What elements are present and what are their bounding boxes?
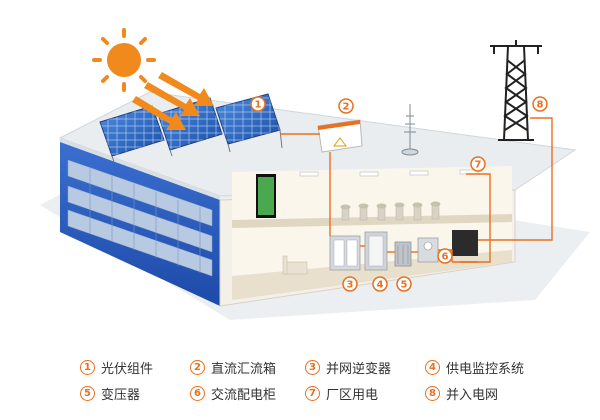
marker-5: 5: [396, 276, 412, 292]
marker-2: 2: [338, 98, 354, 114]
combiner-box-icon: [317, 119, 363, 153]
marker-number: 2: [343, 102, 350, 113]
sun-icon: [92, 28, 156, 92]
inverter-icon: [329, 235, 361, 271]
transmission-tower-icon: [490, 40, 542, 141]
marker-number: 7: [475, 160, 482, 171]
marker-7: 7: [470, 156, 486, 172]
legend-label: 供电监控系统: [446, 362, 525, 377]
legend-number: 3: [305, 360, 320, 375]
legend-label: 变压器: [101, 388, 141, 403]
marker-number: 4: [377, 280, 384, 291]
marker-number: 6: [442, 252, 449, 263]
marker-number: 3: [347, 280, 354, 291]
wall-tv-icon: [256, 174, 276, 218]
marker-6: 6: [437, 248, 453, 264]
legend-item-6: 6 交流配电柜: [190, 384, 276, 403]
transformer-icon: [394, 241, 412, 267]
legend: 1 光伏组件 2 直流汇流箱 3 并网逆变器 4 供电监控系统 5 变压器 6 交流配电柜 7 厂区用电 8…: [0, 352, 600, 412]
legend-item-7: 7 厂区用电: [305, 384, 378, 403]
legend-label: 直流汇流箱: [211, 362, 277, 377]
marker-layer: 1 2 3 4 5 6 7 8: [250, 96, 548, 292]
legend-label: 光伏组件: [101, 362, 154, 377]
marker-number: 5: [401, 280, 408, 291]
legend-number: 1: [80, 360, 95, 375]
legend-item-5: 5 变压器: [80, 384, 140, 403]
marker-3: 3: [342, 276, 358, 292]
legend-label: 厂区用电: [326, 388, 379, 403]
legend-number: 4: [425, 360, 440, 375]
sunlight-arrow-icon: [132, 72, 214, 130]
legend-number: 5: [80, 386, 95, 401]
legend-number: 7: [305, 386, 320, 401]
door: [452, 230, 478, 256]
legend-label: 交流配电柜: [211, 388, 277, 403]
chair-icon: [282, 255, 308, 275]
marker-number: 8: [537, 100, 544, 111]
legend-item-1: 1 光伏组件: [80, 358, 153, 377]
legend-item-2: 2 直流汇流箱: [190, 358, 276, 377]
facade-windows: [67, 159, 213, 277]
antenna-icon: [401, 104, 419, 156]
legend-item-3: 3 并网逆变器: [305, 358, 391, 377]
legend-number: 6: [190, 386, 205, 401]
floor-slab: [232, 214, 512, 228]
legend-item-8: 8 并入电网: [425, 384, 498, 403]
marker-1: 1: [250, 96, 266, 112]
monitor-system-icon: [417, 237, 439, 263]
legend-item-4: 4 供电监控系统: [425, 358, 524, 377]
marker-4: 4: [372, 276, 388, 292]
distribution-cabinet-icon: [364, 231, 388, 271]
legend-number: 2: [190, 360, 205, 375]
roof-edge: [60, 138, 220, 200]
legend-label: 并入电网: [446, 388, 499, 403]
pv-system-diagram: 1 2 3 4 5 6 7 8: [40, 28, 590, 320]
marker-8: 8: [532, 96, 548, 112]
legend-number: 8: [425, 386, 440, 401]
legend-label: 并网逆变器: [326, 362, 392, 377]
marker-number: 1: [255, 100, 262, 111]
